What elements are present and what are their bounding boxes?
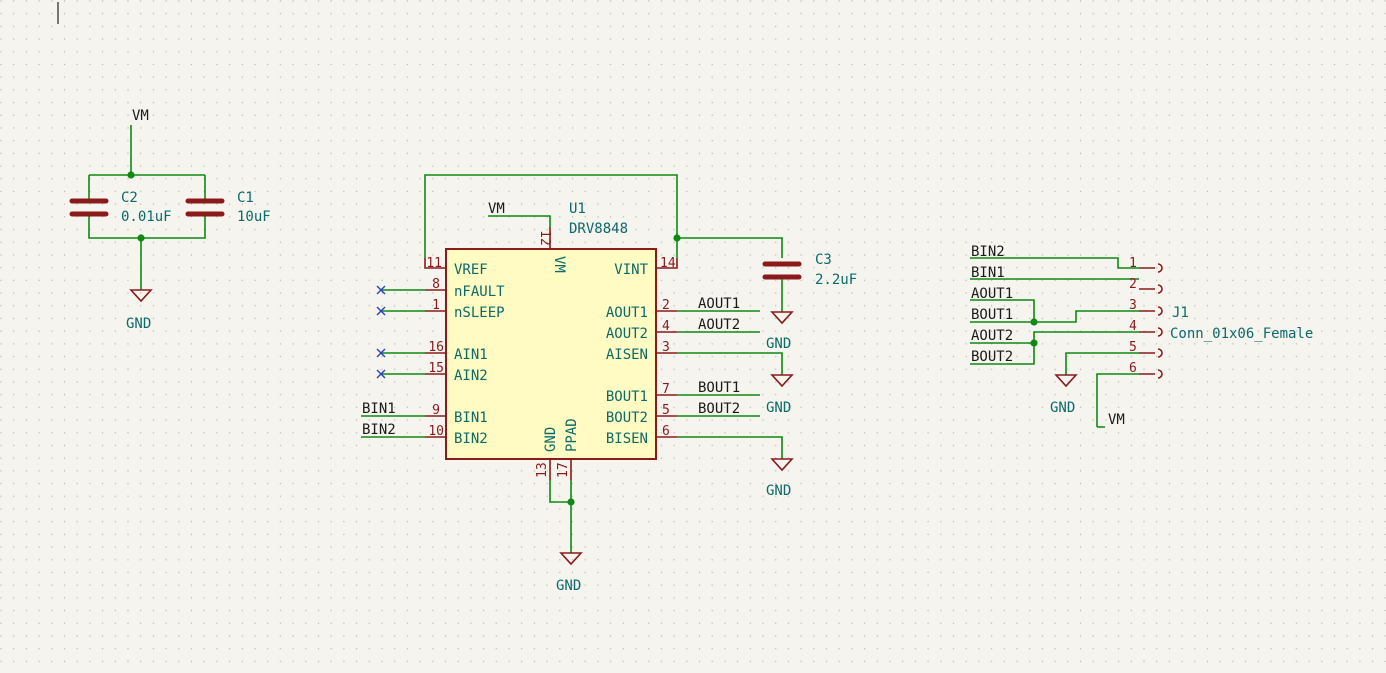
- pin-name-bout1: BOUT1: [606, 389, 648, 405]
- j1-pin-num-3: 3: [1129, 298, 1137, 313]
- gnd-label: GND: [766, 483, 791, 499]
- j1-pin-num-1: 1: [1129, 256, 1137, 271]
- decoupling-caps-group: VM C2 0.01uF C1 10uF GND: [69, 108, 271, 332]
- label-aout1-output[interactable]: AOUT1: [698, 296, 740, 312]
- connector-j1[interactable]: 1 2 3 4 5 6 BIN2 BIN1 AOUT1 BOUT1 AOUT2 …: [970, 244, 1313, 428]
- c2-ref: C2: [121, 190, 138, 206]
- pin-name-vint: VINT: [614, 262, 648, 278]
- pin-num-vm: 12: [537, 230, 552, 246]
- label-bout2-j1[interactable]: BOUT2: [971, 349, 1013, 365]
- pin-num-gnd: 13: [535, 462, 550, 478]
- pin-num-bisen: 6: [662, 424, 670, 439]
- label-bout1-output[interactable]: BOUT1: [698, 380, 740, 396]
- u1-vm-net-label: VM: [488, 201, 505, 217]
- c-vm-label: VM: [132, 108, 149, 124]
- junction-dot: [127, 171, 135, 179]
- pin-num-bout1: 7: [662, 382, 670, 397]
- j1-pin-num-6: 6: [1129, 361, 1137, 376]
- pin-name-gnd: GND: [543, 427, 559, 452]
- pin-name-aout1: AOUT1: [606, 305, 648, 321]
- u1-ref: U1: [569, 201, 586, 217]
- no-connect-nfault: [376, 285, 386, 295]
- capacitor-c3[interactable]: C3 2.2uF: [762, 252, 857, 312]
- pin-name-ain2: AIN2: [454, 368, 488, 384]
- c3-value: 2.2uF: [815, 272, 857, 288]
- j1-ref: J1: [1172, 305, 1189, 321]
- j1-vm-label: VM: [1108, 412, 1125, 428]
- label-bin2-input[interactable]: BIN2: [362, 422, 396, 438]
- j1-pin-num-5: 5: [1129, 340, 1137, 355]
- junction-dot: [1030, 339, 1038, 347]
- junction-dot: [1030, 318, 1038, 326]
- pin-name-ppad: PPAD: [564, 418, 580, 452]
- pin-num-nfault: 8: [432, 277, 440, 292]
- u1-value: DRV8848: [569, 221, 628, 237]
- ic-u1[interactable]: VM VREF nFAULT nSLEEP AIN1 AIN2 BIN1 BIN…: [361, 174, 783, 553]
- pin-name-bin2: BIN2: [454, 431, 488, 447]
- gnd-symbol[interactable]: GND: [766, 374, 794, 416]
- gnd-label: GND: [766, 400, 791, 416]
- junction-dot: [673, 234, 681, 242]
- u1-body: [445, 248, 657, 460]
- gnd-symbol[interactable]: GND: [766, 458, 794, 499]
- gnd-symbol[interactable]: GND: [1050, 374, 1078, 416]
- no-connect-nsleep: [376, 306, 386, 316]
- gnd-label: GND: [766, 336, 791, 352]
- pin-name-nfault: nFAULT: [454, 284, 505, 300]
- c3-ref: C3: [815, 252, 832, 268]
- j1-pin-num-4: 4: [1129, 319, 1137, 334]
- pin-num-vint: 14: [660, 256, 676, 271]
- no-connect-ain1: [376, 348, 386, 358]
- pin-num-aout2: 4: [662, 319, 670, 334]
- j1-pin-num-2: 2: [1129, 277, 1137, 292]
- label-bout1-j1[interactable]: BOUT1: [971, 307, 1013, 323]
- c1-ref: C1: [237, 190, 254, 206]
- gnd-label: GND: [1050, 400, 1075, 416]
- capacitor-c2[interactable]: C2 0.01uF: [69, 190, 172, 225]
- label-bin2-j1[interactable]: BIN2: [971, 244, 1005, 260]
- pin-name-aout2: AOUT2: [606, 326, 648, 342]
- pin-num-aisen: 3: [662, 340, 670, 355]
- junction-dot: [137, 234, 145, 242]
- pin-num-bin2: 10: [428, 424, 444, 439]
- pin-num-ain1: 16: [428, 340, 444, 355]
- pin-num-ppad: 17: [556, 462, 571, 478]
- pin-num-ain2: 15: [428, 361, 444, 376]
- gnd-symbol[interactable]: GND: [556, 552, 583, 594]
- no-connect-ain2: [376, 369, 386, 379]
- label-bout2-output[interactable]: BOUT2: [698, 401, 740, 417]
- c1-value: 10uF: [237, 209, 271, 225]
- pin-name-bout2: BOUT2: [606, 410, 648, 426]
- pin-num-bin1: 9: [432, 403, 440, 418]
- pin-name-vm: VM: [551, 256, 567, 273]
- pin-name-ain1: AIN1: [454, 347, 488, 363]
- label-bin1-input[interactable]: BIN1: [362, 401, 396, 417]
- pin-name-bin1: BIN1: [454, 410, 488, 426]
- j1-value: Conn_01x06_Female: [1170, 326, 1313, 342]
- pin-num-aout1: 2: [662, 298, 670, 313]
- gnd-label: GND: [126, 316, 151, 332]
- pin-name-bisen: BISEN: [606, 431, 648, 447]
- gnd-symbol[interactable]: GND: [126, 289, 153, 332]
- junction-dot: [567, 498, 575, 506]
- pin-name-aisen: AISEN: [606, 347, 648, 363]
- pin-num-bout2: 5: [662, 403, 670, 418]
- pin-name-nsleep: nSLEEP: [454, 305, 505, 321]
- gnd-symbol[interactable]: GND: [766, 311, 794, 352]
- pin-num-vref: 11: [426, 256, 442, 271]
- gnd-label: GND: [556, 578, 581, 594]
- pin-num-nsleep: 1: [432, 298, 440, 313]
- label-aout2-j1[interactable]: AOUT2: [971, 328, 1013, 344]
- pin-name-vref: VREF: [454, 262, 488, 278]
- c2-value: 0.01uF: [121, 209, 172, 225]
- capacitor-c1[interactable]: C1 10uF: [185, 190, 271, 225]
- label-bin1-j1[interactable]: BIN1: [971, 265, 1005, 281]
- label-aout1-j1[interactable]: AOUT1: [971, 286, 1013, 302]
- label-aout2-output[interactable]: AOUT2: [698, 317, 740, 333]
